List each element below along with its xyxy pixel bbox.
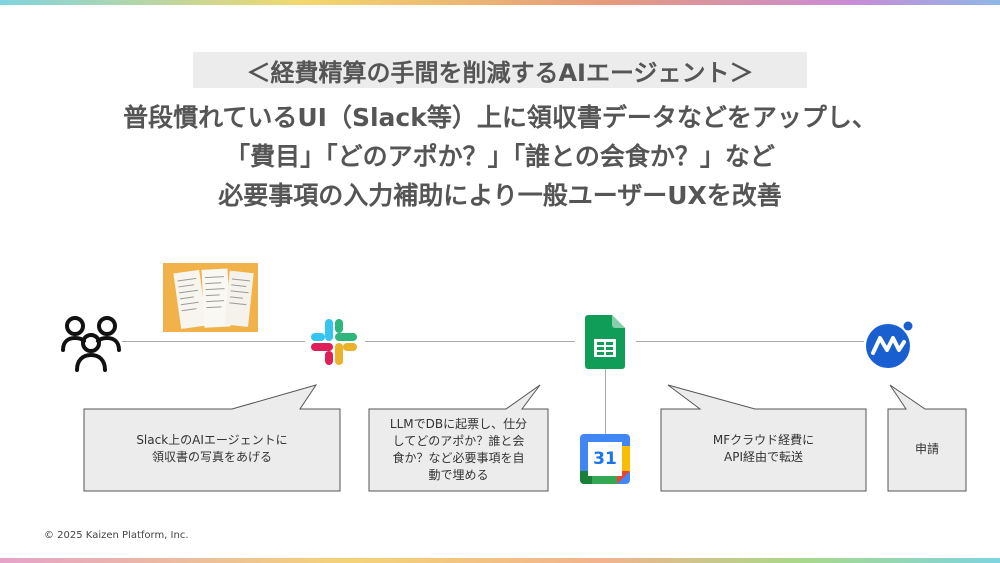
connector-slack-sheets [365,341,575,342]
receipt-photo [163,263,258,332]
callout-llm-line-4: 動で埋める [428,468,489,482]
copyright-text: © 2025 Kaizen Platform, Inc. [44,530,189,541]
callout-slack: Slack上のAIエージェントに 領収書の写真をあげる [84,432,340,466]
connector-sheets-calendar [605,369,606,435]
bottom-gradient-bar [0,558,1000,563]
callout-llm-line-2: してどのアポか？誰と会 [392,434,525,448]
callout-llm: LLMでDBに起票し、仕分 してどのアポか？誰と会 食か？など必要事項を自 動で… [369,416,548,484]
top-gradient-bar [0,0,1000,5]
callout-slack-line-2: 領収書の写真をあげる [151,450,272,464]
subtitle-line-2: 「費目」「どのアポか？」「誰との会食か？」など [225,142,775,171]
subtitle-line-1: 普段慣れているUI（Slack等）上に領収書データなどをアップし、 [123,103,877,132]
callout-slack-line-1: Slack上のAIエージェントに [136,433,288,447]
google-calendar-icon: 31 [580,434,630,484]
money-forward-icon [866,321,913,368]
callout-llm-line-1: LLMでDBに起票し、仕分 [389,417,528,431]
subtitle-line-3: 必要事項の入力補助により一般ユーザーUXを改善 [218,181,782,210]
callout-mf-line-1: MFクラウド経費に [712,433,815,447]
page-title: ＜経費精算の手間を削減するAIエージェント＞ [246,58,754,87]
title-banner: ＜経費精算の手間を削減するAIエージェント＞ [193,52,807,88]
callout-apply-line-1: 申請 [914,442,939,456]
connector-users-slack [122,341,305,342]
callout-llm-line-3: 食か？など必要事項を自 [392,451,525,465]
users-icon [61,316,121,372]
google-sheets-icon [585,315,625,369]
calendar-day-number: 31 [593,449,617,469]
slack-icon [311,319,357,365]
callout-apply: 申請 [888,441,966,458]
callout-mf: MFクラウド経費に API経由で転送 [661,432,866,466]
connector-sheets-mf [636,341,864,342]
callout-mf-line-2: API経由で転送 [724,450,803,464]
